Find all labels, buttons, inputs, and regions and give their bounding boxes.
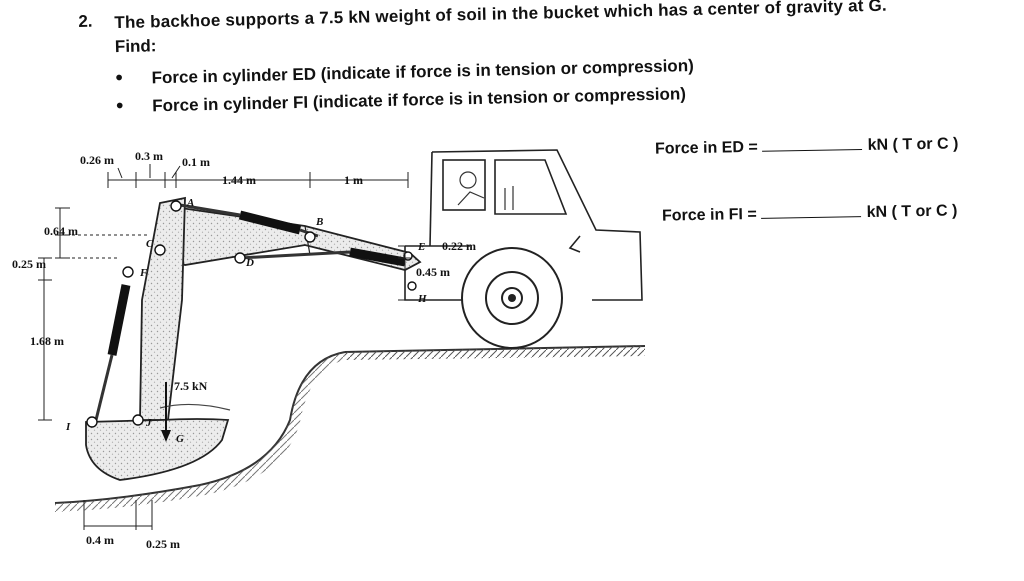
dim-0.25m-vertical: 0.25 m [12, 257, 46, 271]
point-b: B [315, 216, 323, 228]
point-i: I [65, 421, 71, 433]
point-f: F [139, 267, 148, 279]
load-label: 7.5 kN [174, 379, 208, 393]
point-c: C [146, 238, 154, 250]
dim-1.68m: 1.68 m [30, 334, 64, 348]
dim-0.26m: 0.26 m [80, 153, 114, 167]
point-e: E [417, 241, 425, 253]
truck-wheel [461, 247, 563, 349]
dim-1.44m: 1.44 m [222, 173, 256, 187]
dim-0.1m: 0.1 m [182, 155, 210, 169]
dim-0.4m: 0.4 m [86, 533, 114, 547]
ground-profile [54, 345, 646, 512]
load-arrow [161, 382, 171, 442]
dim-0.64m: 0.64 m [44, 224, 78, 238]
dimension-lines [38, 164, 412, 530]
driver [457, 171, 514, 210]
dim-0.3m: 0.3 m [135, 149, 163, 163]
cylinder-fi [94, 284, 131, 421]
point-h: H [417, 293, 427, 305]
dim-0.22m: 0.22 m [442, 239, 476, 253]
cylinder-ed [239, 247, 406, 267]
dim-0.45m: 0.45 m [416, 265, 450, 279]
dim-1m: 1 m [344, 173, 363, 187]
point-g: G [176, 433, 184, 445]
dim-0.25m-horizontal: 0.25 m [146, 537, 180, 551]
point-j: J [145, 417, 152, 429]
point-d: D [245, 257, 254, 269]
point-a: A [186, 197, 194, 209]
